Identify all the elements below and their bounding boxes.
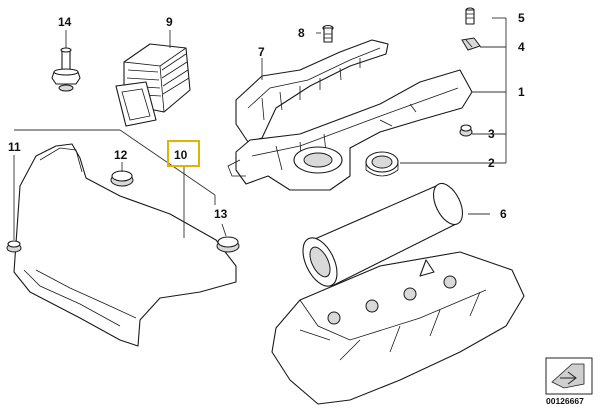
part-12-grommet[interactable]: [110, 170, 134, 187]
part-9-intake-bellows[interactable]: [115, 43, 191, 127]
catalog-block: 00126667: [545, 357, 593, 406]
part-4-clip[interactable]: [461, 37, 481, 51]
catalog-arrow-icon: [560, 371, 577, 385]
part-6-air-filter[interactable]: [296, 179, 468, 292]
part-3-grommet[interactable]: [459, 124, 473, 137]
callout-2[interactable]: 2: [488, 156, 495, 170]
callout-6[interactable]: 6: [500, 207, 507, 221]
callout-4[interactable]: 4: [518, 40, 525, 54]
callout-labels: 5 4 1 3 2 6 7 8 9 10 11 12 13 14: [8, 11, 525, 221]
callout-12[interactable]: 12: [114, 148, 128, 162]
part-13-grommet[interactable]: [216, 236, 240, 253]
part-1-intake-housing[interactable]: [227, 69, 473, 191]
callout-13[interactable]: 13: [214, 207, 228, 221]
callout-9[interactable]: 9: [166, 15, 173, 29]
callout-1[interactable]: 1: [518, 85, 525, 99]
part-5-bolt[interactable]: [465, 7, 475, 25]
leader-lines: [13, 17, 507, 240]
selected-part-highlight[interactable]: [167, 140, 200, 167]
catalog-number: 00126667: [546, 396, 584, 406]
part-2-seal-ring[interactable]: [365, 151, 399, 177]
callout-3[interactable]: 3: [488, 127, 495, 141]
part-11-grommet[interactable]: [6, 240, 22, 253]
callout-11[interactable]: 11: [8, 140, 21, 154]
callout-8[interactable]: 8: [298, 26, 305, 40]
cylinder-head-cover: [271, 251, 525, 405]
callout-7[interactable]: 7: [258, 45, 265, 59]
part-14-bolt-grommet[interactable]: [51, 42, 81, 92]
callout-5[interactable]: 5: [518, 11, 525, 25]
callout-14[interactable]: 14: [58, 15, 72, 29]
part-8-bolt[interactable]: [316, 24, 334, 43]
part-10-engine-cover[interactable]: [13, 143, 237, 347]
catalog-icon: [551, 363, 585, 389]
callout-10[interactable]: 10: [174, 148, 188, 162]
